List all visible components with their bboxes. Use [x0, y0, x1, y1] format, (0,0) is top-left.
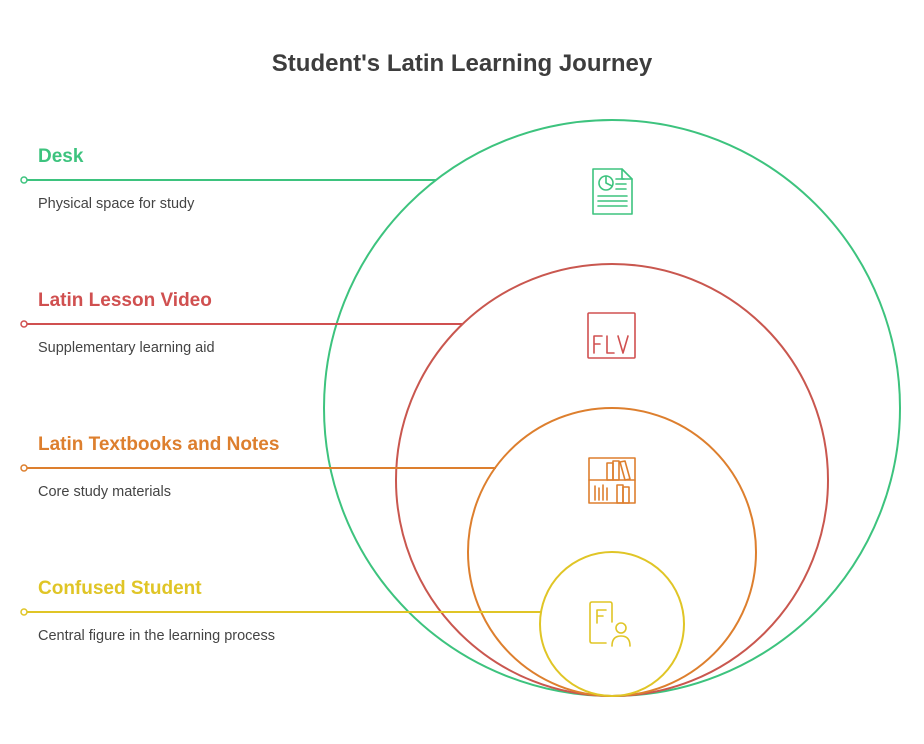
layer-description-latin-lesson-video: Supplementary learning aid [38, 340, 215, 356]
layer-label-confused-student: Confused Student [38, 578, 202, 599]
circle-confused-student [539, 551, 685, 697]
flv-file-icon [587, 312, 636, 359]
connector-desk [20, 176, 436, 184]
diagram-title: Student's Latin Learning Journey [271, 50, 653, 77]
student-file-icon [589, 601, 631, 647]
connector-confused-student [20, 608, 541, 616]
connector-latin-lesson-video [20, 320, 462, 328]
layer-description-latin-textbooks: Core study materials [38, 484, 171, 500]
bookshelf-icon [588, 457, 636, 504]
layer-label-desk: Desk [38, 146, 84, 167]
layer-description-desk: Physical space for study [38, 196, 195, 212]
document-report-icon [592, 168, 633, 215]
layer-description-confused-student: Central figure in the learning process [38, 628, 275, 644]
connector-latin-textbooks [20, 464, 496, 472]
layer-label-latin-lesson-video: Latin Lesson Video [38, 290, 212, 311]
layer-label-latin-textbooks: Latin Textbooks and Notes [38, 434, 280, 455]
